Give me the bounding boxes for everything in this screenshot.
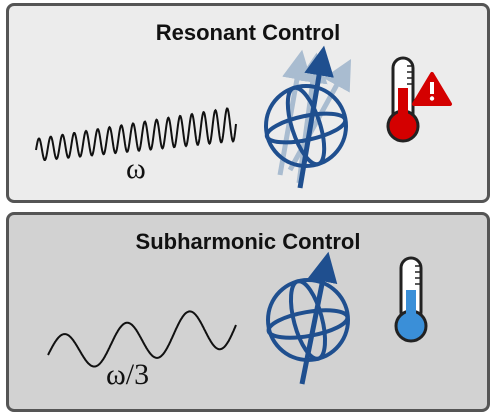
panel-title: Resonant Control: [155, 20, 341, 45]
sphere-equator: [266, 308, 350, 340]
drive-frequency-label: ω/3: [106, 358, 150, 391]
bloch-sphere-icon: [266, 251, 350, 385]
bloch-sphere-icon: [264, 45, 352, 189]
resonant-drive-waveform: [35, 107, 237, 161]
thermometer-icon: [394, 256, 428, 343]
state-arrow: [297, 45, 334, 189]
sphere-meridian: [288, 279, 328, 361]
thermometer-icon: [386, 56, 420, 143]
drive-frequency-label: ω: [126, 152, 146, 185]
subharmonic-drive-waveform: [47, 310, 237, 368]
sphere-meridian: [285, 85, 327, 167]
warning-triangle-icon: [412, 72, 452, 106]
panel-title: Subharmonic Control: [135, 229, 361, 254]
state-arrow: [299, 251, 338, 385]
